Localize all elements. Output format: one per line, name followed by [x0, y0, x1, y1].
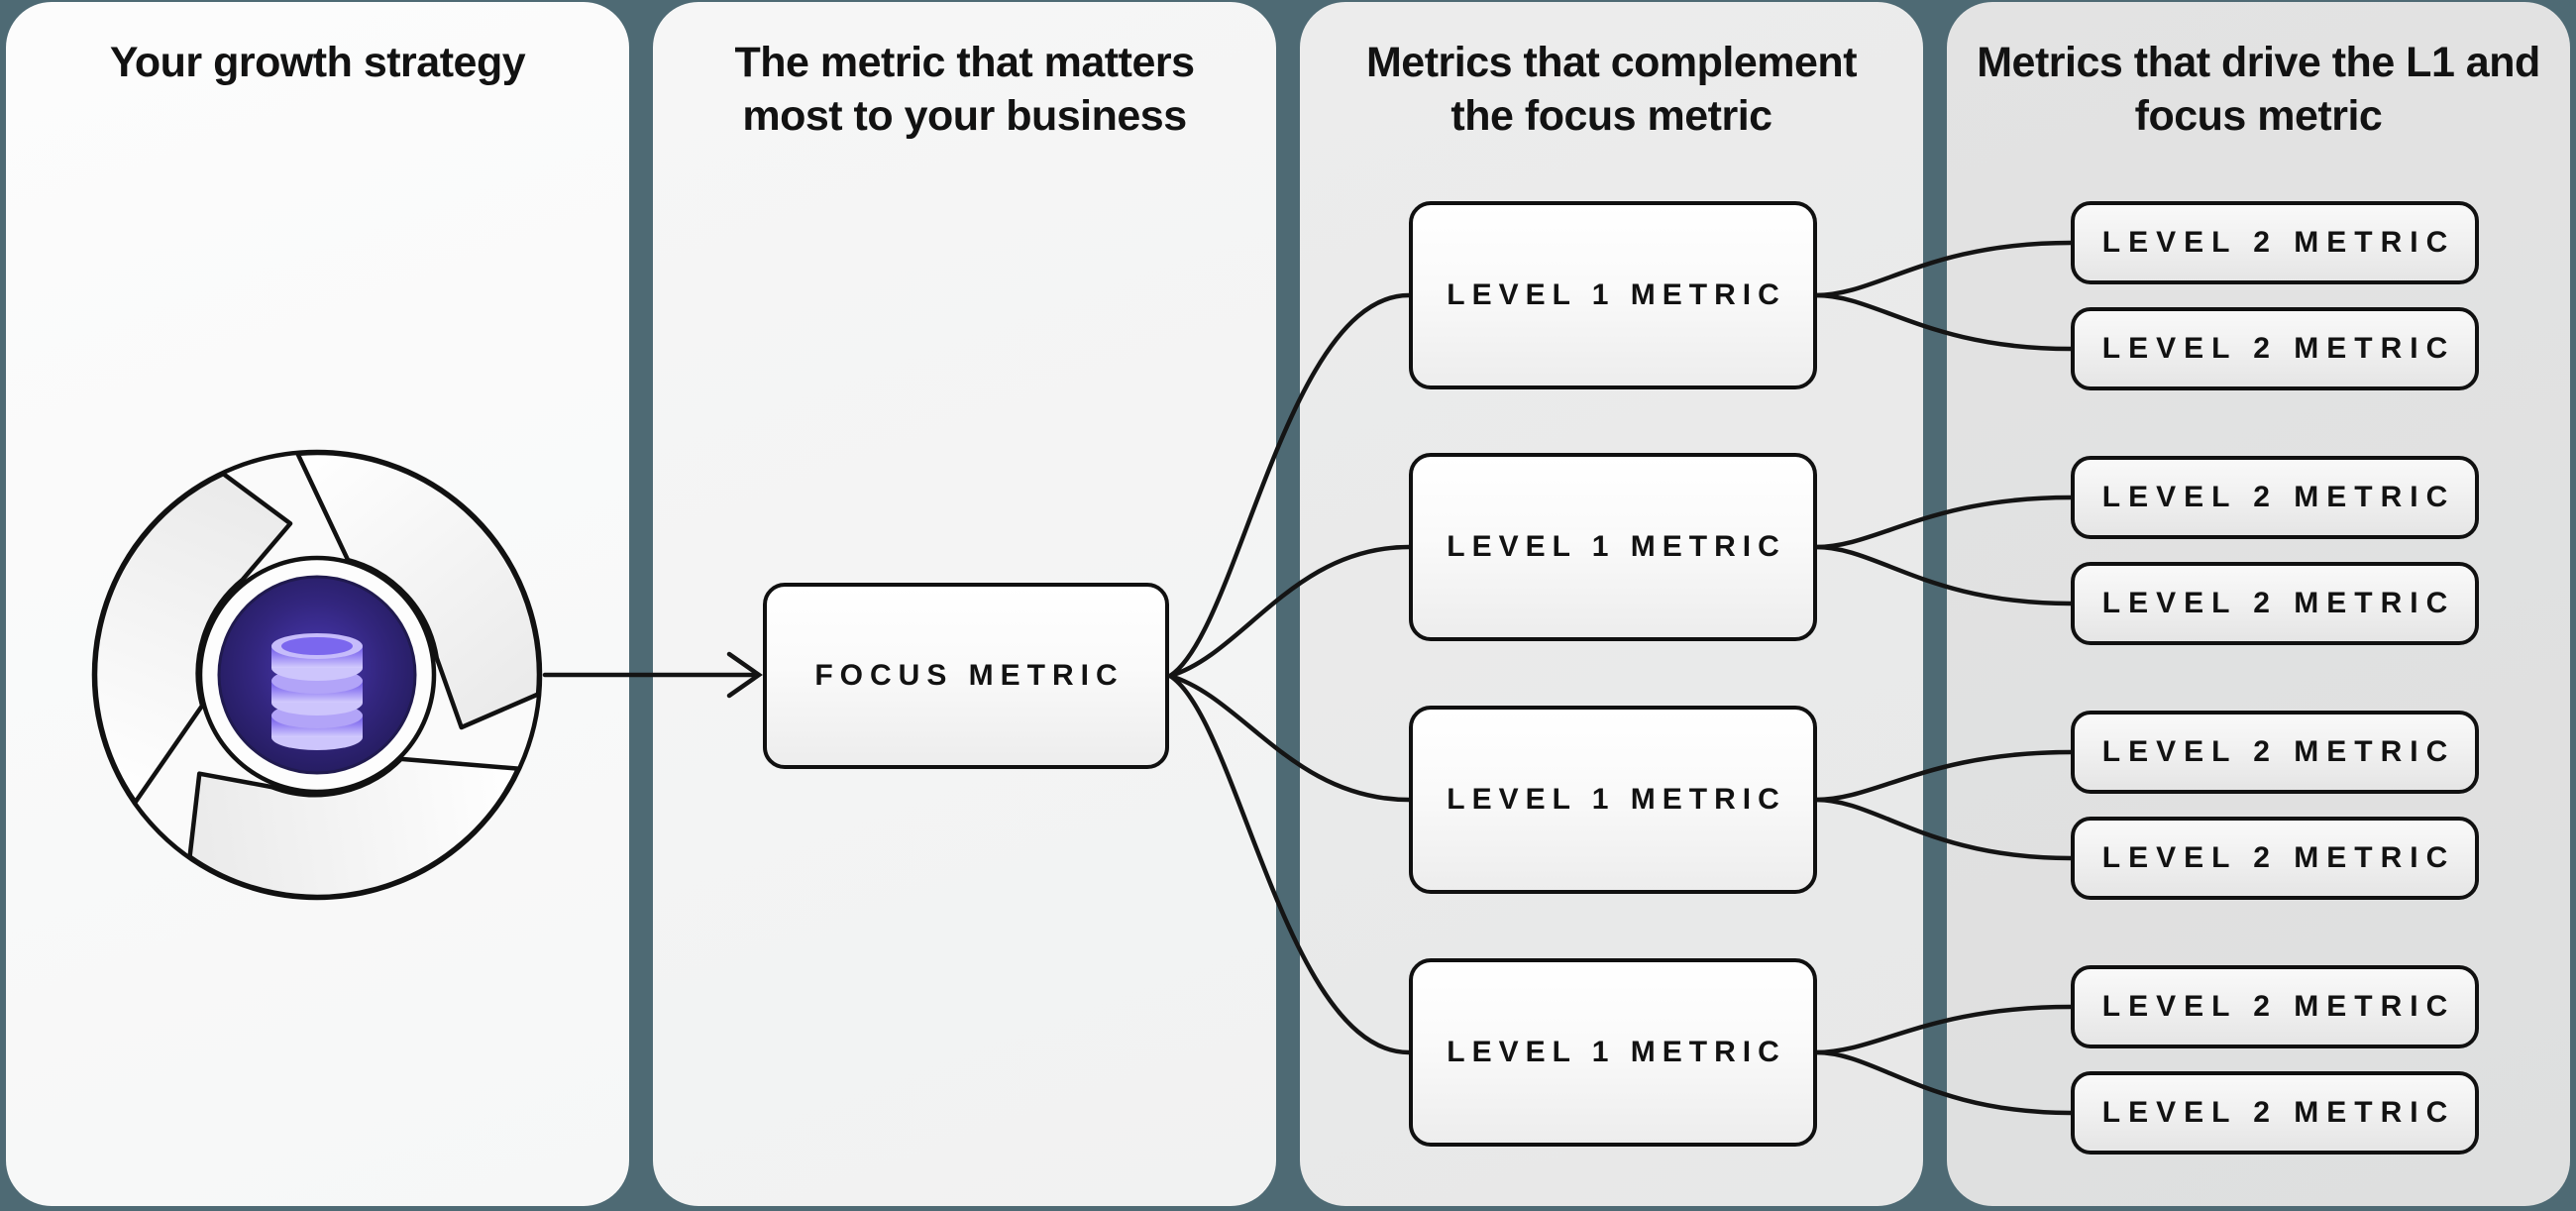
level1-metric-label: LEVEL 1 METRIC: [1447, 783, 1786, 816]
level2-metric-node: LEVEL 2 METRIC: [2071, 965, 2479, 1048]
level2-metric-label: LEVEL 2 METRIC: [2101, 587, 2456, 619]
level1-metric-node: LEVEL 1 METRIC: [1409, 453, 1817, 641]
level2-metric-label: LEVEL 2 METRIC: [2101, 332, 2456, 365]
level2-metric-label: LEVEL 2 METRIC: [2101, 226, 2456, 259]
level1-metric-node: LEVEL 1 METRIC: [1409, 706, 1817, 894]
level1-metric-label: LEVEL 1 METRIC: [1447, 1036, 1786, 1068]
level1-metric-node: LEVEL 1 METRIC: [1409, 958, 1817, 1147]
level2-metric-label: LEVEL 2 METRIC: [2101, 990, 2456, 1023]
growth-loop-flywheel-icon: [91, 449, 543, 901]
level1-metric-node: LEVEL 1 METRIC: [1409, 201, 1817, 389]
focus-metric-node: FOCUS METRIC: [763, 583, 1169, 769]
level1-metric-label: LEVEL 1 METRIC: [1447, 530, 1786, 563]
level2-metric-node: LEVEL 2 METRIC: [2071, 307, 2479, 390]
panel-title-level2-metrics: Metrics that drive the L1 and focus metr…: [1977, 39, 2540, 141]
level2-metric-node: LEVEL 2 METRIC: [2071, 562, 2479, 645]
level2-metric-node: LEVEL 2 METRIC: [2071, 817, 2479, 900]
level1-metric-label: LEVEL 1 METRIC: [1447, 278, 1786, 311]
level2-metric-node: LEVEL 2 METRIC: [2071, 1071, 2479, 1155]
level2-metric-label: LEVEL 2 METRIC: [2101, 1096, 2456, 1129]
level2-metric-label: LEVEL 2 METRIC: [2101, 841, 2456, 874]
level2-metric-label: LEVEL 2 METRIC: [2101, 735, 2456, 768]
level2-metric-node: LEVEL 2 METRIC: [2071, 711, 2479, 794]
database-icon: [271, 633, 363, 750]
panel-title-level1-metrics: Metrics that complement the focus metric: [1365, 39, 1858, 141]
level2-metric-node: LEVEL 2 METRIC: [2071, 201, 2479, 284]
panel-title-focus-metric: The metric that matters most to your bus…: [734, 39, 1195, 141]
flywheel-blade: [295, 450, 542, 730]
focus-metric-label: FOCUS METRIC: [814, 659, 1125, 692]
level2-metric-label: LEVEL 2 METRIC: [2101, 481, 2456, 513]
level2-metric-node: LEVEL 2 METRIC: [2071, 456, 2479, 539]
panel-title-growth-strategy: Your growth strategy: [109, 39, 526, 86]
